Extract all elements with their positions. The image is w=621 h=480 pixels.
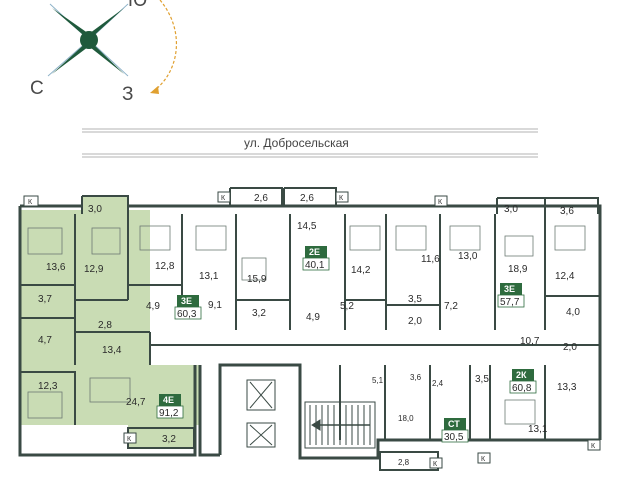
svg-text:2Е: 2Е xyxy=(309,247,320,257)
furniture xyxy=(27,225,586,425)
svg-text:60,3: 60,3 xyxy=(177,309,197,320)
k-marker: К xyxy=(587,439,601,451)
room-area: 3,2 xyxy=(252,308,266,319)
svg-text:К: К xyxy=(438,199,443,206)
svg-text:2К: 2К xyxy=(516,370,527,380)
k-marker: К xyxy=(429,457,443,469)
room-area: 11,6 xyxy=(421,254,440,265)
room-area: 12,8 xyxy=(155,261,175,272)
room-area: 13,4 xyxy=(102,345,122,356)
room-area: 13,3 xyxy=(557,382,577,393)
svg-text:3Е: 3Е xyxy=(504,284,515,294)
svg-text:СТ: СТ xyxy=(448,419,460,429)
svg-text:К: К xyxy=(221,195,226,202)
room-area: 4,7 xyxy=(38,335,52,346)
k-marker: К xyxy=(434,195,448,207)
room-area: 2,4 xyxy=(432,379,444,388)
svg-text:К: К xyxy=(481,456,486,463)
street-name: ул. Добросельская xyxy=(244,136,349,150)
compass-top-label: Ю xyxy=(128,0,147,11)
apartment-badge[interactable]: 2Е 40,1 xyxy=(302,246,330,271)
svg-text:К: К xyxy=(591,443,596,450)
k-marker: К xyxy=(23,195,39,207)
k-marker: К xyxy=(217,191,231,203)
svg-text:3Е: 3Е xyxy=(181,296,192,306)
room-area: 3,7 xyxy=(38,294,52,305)
svg-text:К: К xyxy=(127,436,132,443)
room-area: 18,9 xyxy=(508,264,528,275)
room-area: 3,6 xyxy=(560,206,574,217)
room-area: 3,2 xyxy=(162,434,176,445)
room-area: 3,0 xyxy=(504,204,518,215)
k-marker: К xyxy=(123,432,137,444)
svg-text:91,2: 91,2 xyxy=(159,408,179,419)
room-area: 3,0 xyxy=(88,204,102,215)
room-area: 3,5 xyxy=(475,374,489,385)
room-area: 5,1 xyxy=(372,376,384,385)
compass-star-icon xyxy=(52,8,124,74)
room-area: 3,6 xyxy=(410,373,422,382)
room-area: 2,0 xyxy=(563,342,577,353)
room-area: 13,1 xyxy=(199,271,219,282)
room-area: 3,5 xyxy=(408,294,422,305)
svg-text:К: К xyxy=(433,461,438,468)
compass-west-label: З xyxy=(122,84,133,105)
room-area: 5,2 xyxy=(340,301,354,312)
svg-text:К: К xyxy=(28,199,33,206)
k-markers: К К К К К К К К xyxy=(23,191,601,469)
room-area: 9,1 xyxy=(208,300,222,311)
svg-text:4Е: 4Е xyxy=(163,395,174,405)
apartment-badge[interactable]: 2К 60,8 xyxy=(509,369,537,394)
rotation-arrowhead-icon xyxy=(150,86,159,94)
svg-text:40,1: 40,1 xyxy=(305,260,325,271)
svg-text:К: К xyxy=(339,195,344,202)
rotation-arrow-icon xyxy=(154,0,178,91)
compass-north-label: С xyxy=(30,78,44,99)
svg-text:30,5: 30,5 xyxy=(444,432,464,443)
k-marker: К xyxy=(477,452,491,464)
room-labels: 13,6 3,0 12,9 3,7 4,7 2,8 13,4 12,3 24,7… xyxy=(38,193,580,467)
room-area: 12,4 xyxy=(555,271,575,282)
room-area: 13,0 xyxy=(458,251,478,262)
room-area: 13,1 xyxy=(528,424,548,435)
room-area: 24,7 xyxy=(126,397,146,408)
svg-text:60,8: 60,8 xyxy=(512,383,532,394)
apartment-badge[interactable]: 4Е 91,2 xyxy=(156,394,184,419)
room-area: 2,8 xyxy=(398,458,410,467)
room-area: 15,9 xyxy=(247,274,267,285)
apartment-badge[interactable]: СТ 30,5 xyxy=(441,418,469,443)
room-area: 13,6 xyxy=(46,262,66,273)
stairwell xyxy=(246,379,376,449)
room-area: 2,8 xyxy=(98,320,112,331)
k-marker: К xyxy=(335,191,349,203)
building-walls xyxy=(18,187,602,471)
room-area: 2,0 xyxy=(408,316,422,327)
room-area: 7,2 xyxy=(444,301,458,312)
room-area: 12,3 xyxy=(38,381,58,392)
svg-text:57,7: 57,7 xyxy=(500,297,520,308)
compass: С З Ю xyxy=(30,0,178,105)
street-label-block: ул. Добросельская xyxy=(82,128,538,158)
room-area: 18,0 xyxy=(398,414,414,423)
room-area: 4,9 xyxy=(146,301,160,312)
room-area: 2,6 xyxy=(300,193,314,204)
room-area: 14,2 xyxy=(351,265,371,276)
room-area: 4,9 xyxy=(306,312,320,323)
apartment-badge[interactable]: 3Е 57,7 xyxy=(497,283,525,308)
room-area: 12,9 xyxy=(84,264,104,275)
apartment-badge[interactable]: 3Е 60,3 xyxy=(174,295,202,320)
room-area: 4,0 xyxy=(566,307,580,318)
room-area: 14,5 xyxy=(297,221,317,232)
room-area: 2,6 xyxy=(254,193,268,204)
room-area: 10,7 xyxy=(520,336,540,347)
